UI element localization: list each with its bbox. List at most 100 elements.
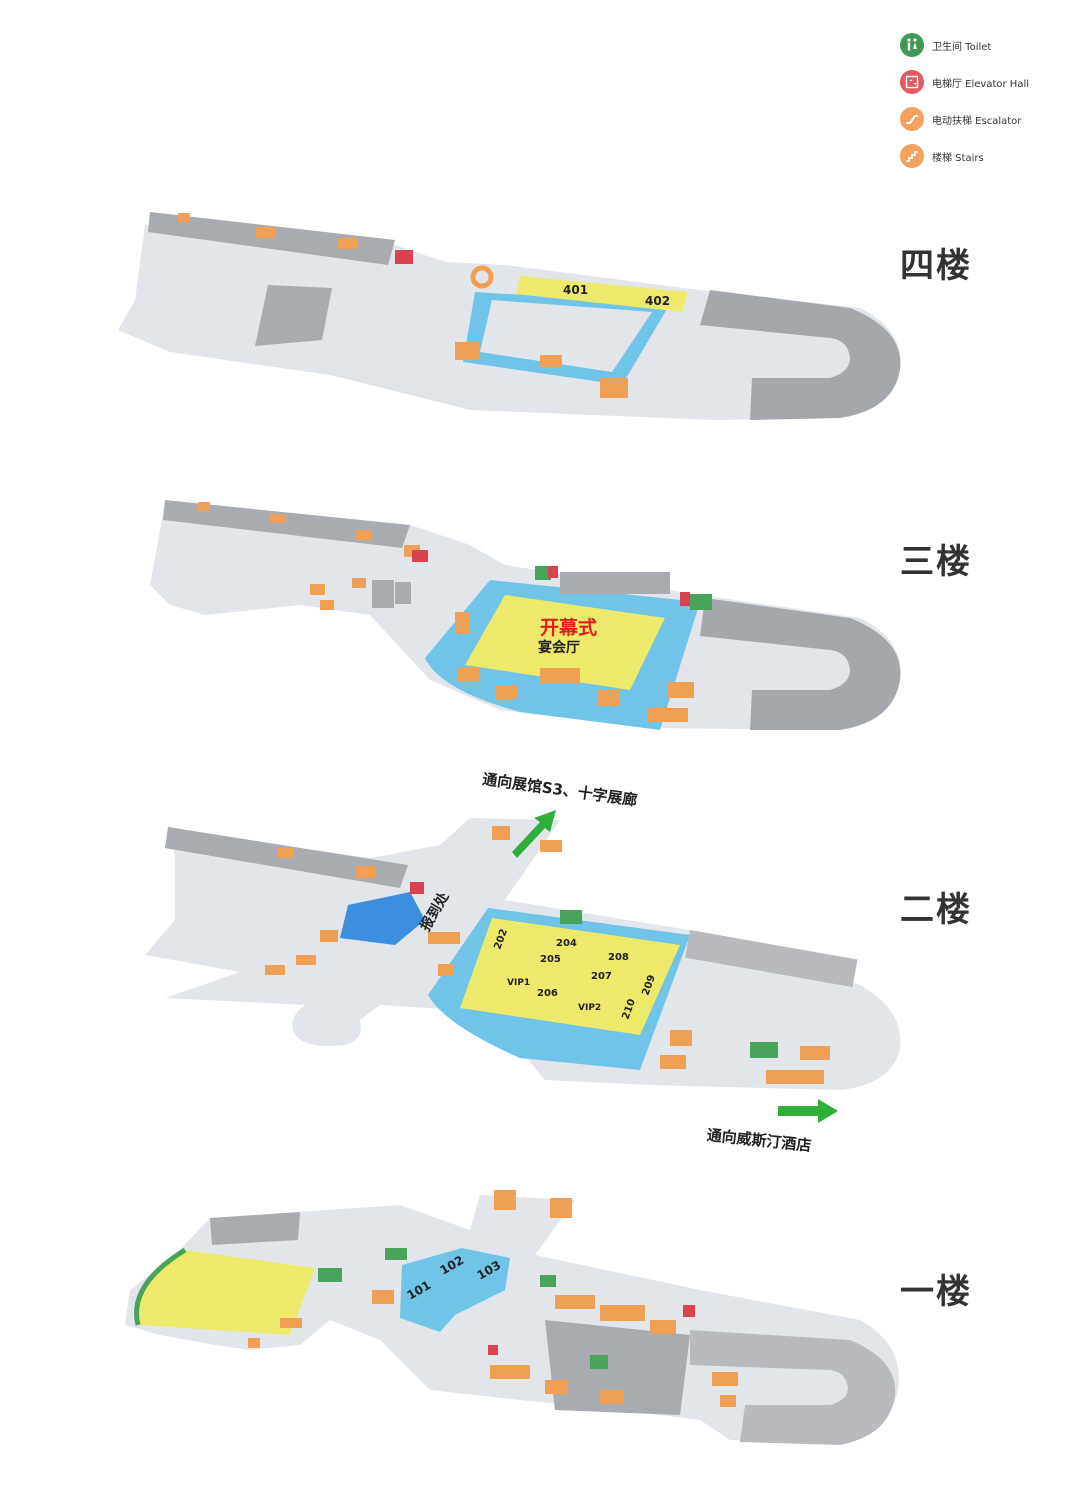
legend-item-escalator: 电动扶梯 Escalator bbox=[900, 106, 1070, 132]
floor-1f-stair bbox=[600, 1390, 624, 1404]
floor-1f-base bbox=[125, 1195, 899, 1445]
floor-1f-yellow-hall bbox=[138, 1250, 315, 1335]
floor-1f-hall-edge bbox=[134, 1247, 187, 1326]
floor-3f-stair bbox=[648, 708, 688, 722]
floor-3f-elevator bbox=[680, 592, 690, 606]
arrow-up-icon bbox=[512, 810, 556, 858]
floor-3f-stair bbox=[540, 668, 580, 684]
floor-2f-meeting-rooms bbox=[460, 918, 680, 1035]
elevator-icon bbox=[900, 70, 924, 94]
floor-3f-stair bbox=[455, 612, 469, 634]
floor-1f-stair bbox=[280, 1318, 302, 1328]
legend-label-stairs: 楼梯 Stairs bbox=[932, 152, 984, 164]
banquet-hall-subtitle: 宴会厅 bbox=[538, 639, 580, 656]
floor-2f-stair bbox=[438, 964, 454, 976]
room-label-vip2: VIP2 bbox=[578, 1003, 601, 1013]
room-label-206: 206 bbox=[537, 988, 558, 999]
floor-2f-gray-block bbox=[685, 930, 858, 988]
room-label-402: 402 bbox=[645, 294, 670, 308]
floor-1f-stair bbox=[600, 1305, 645, 1321]
floor-4f-escalator bbox=[470, 265, 494, 289]
floor-2f-registration bbox=[340, 892, 425, 945]
arrow-right-icon bbox=[778, 1099, 838, 1123]
floor-2f-elevator bbox=[410, 882, 424, 894]
floor-2f-stair bbox=[428, 932, 460, 944]
map-legend: 卫生间 Toilet 电梯厅 Elevator Hall 电动扶梯 Escala… bbox=[900, 32, 1070, 180]
floor-4f-rooms-strip bbox=[516, 276, 688, 312]
floor-1f-stair bbox=[650, 1320, 676, 1334]
floor-2f-stair bbox=[766, 1070, 824, 1084]
floor-label-1f: 一楼 bbox=[900, 1272, 972, 1312]
floor-1f-toilet bbox=[385, 1248, 407, 1260]
floor-4f-west-wing bbox=[148, 212, 395, 265]
floor-3f-stair bbox=[198, 502, 210, 511]
floor-3f-toilet bbox=[690, 594, 712, 610]
floor-1f-toilet bbox=[318, 1268, 342, 1282]
floor-3f-east-ring bbox=[700, 598, 901, 730]
room-label-205: 205 bbox=[540, 954, 561, 965]
floor-label-4f: 四楼 bbox=[900, 246, 972, 286]
floor-3f-stair bbox=[320, 600, 334, 610]
floor-1f-elevator bbox=[683, 1305, 695, 1317]
floor-2f-stair bbox=[540, 840, 562, 852]
legend-item-stairs: 楼梯 Stairs bbox=[900, 143, 1070, 169]
floor-1f-stair bbox=[248, 1338, 260, 1348]
banquet-hall-title: 开幕式 bbox=[540, 616, 597, 639]
floor-2f-stair bbox=[320, 930, 338, 942]
toilet-icon bbox=[900, 33, 924, 57]
floor-2f-stair bbox=[492, 826, 510, 840]
floor-4f-stair bbox=[600, 378, 628, 398]
floor-3f-gray-block bbox=[560, 572, 670, 594]
floor-2f-stair bbox=[265, 965, 285, 975]
floor-2f-stair bbox=[800, 1046, 830, 1060]
legend-label-escalator: 电动扶梯 Escalator bbox=[932, 115, 1022, 127]
room-label-207: 207 bbox=[591, 971, 612, 982]
floor-2f-stair bbox=[660, 1055, 686, 1069]
floor-1f-stair bbox=[494, 1190, 516, 1210]
legend-label-toilet: 卫生间 Toilet bbox=[932, 41, 992, 53]
floor-2f-stair bbox=[670, 1030, 692, 1046]
floor-1f-stair bbox=[372, 1290, 394, 1304]
floor-2f-toilet bbox=[560, 910, 582, 924]
floor-4f-elevator bbox=[395, 250, 413, 264]
floor-2f-stair bbox=[296, 955, 316, 965]
room-label-208: 208 bbox=[608, 952, 629, 963]
floor-1f-stair bbox=[720, 1395, 736, 1407]
floor-4f-west-block bbox=[255, 285, 332, 346]
floor-3f-stair bbox=[458, 668, 480, 682]
floor-1f-east-ring bbox=[690, 1330, 896, 1445]
floor-3f-stair bbox=[668, 682, 694, 698]
floor-3f-elevator bbox=[548, 566, 558, 578]
floor-2f-toilet bbox=[750, 1042, 778, 1058]
floor-4f-atrium-void bbox=[480, 300, 652, 372]
floor-label-3f: 三楼 bbox=[900, 542, 972, 582]
floor-2f-stair bbox=[355, 866, 375, 878]
floor-4f-stair bbox=[455, 342, 479, 360]
floor-1f-elevator bbox=[488, 1345, 498, 1355]
floor-1f-stair bbox=[555, 1295, 595, 1309]
floor-3f-stair bbox=[495, 685, 517, 699]
legend-item-toilet: 卫生间 Toilet bbox=[900, 32, 1070, 58]
floor-4f-stair bbox=[178, 213, 190, 222]
floor-1f-stair bbox=[490, 1365, 530, 1379]
floor-1f-stair bbox=[545, 1380, 567, 1394]
floor-2f-stair bbox=[278, 848, 294, 858]
legend-item-elevator: 电梯厅 Elevator Hall bbox=[900, 69, 1070, 95]
floor-1f-toilet bbox=[590, 1355, 608, 1369]
floor-4f-stair bbox=[540, 355, 562, 367]
room-label-204: 204 bbox=[556, 938, 577, 949]
floor-3f-stair bbox=[598, 690, 620, 706]
escalator-icon bbox=[900, 107, 924, 131]
floor-2f-plan: 202 204 205 206 207 208 209 210 VIP1 VIP… bbox=[145, 810, 901, 1123]
floor-3f-stair bbox=[310, 584, 325, 595]
floor-1f-lobby bbox=[400, 1248, 510, 1332]
floor-1f-north-block bbox=[210, 1212, 300, 1245]
room-label-401: 401 bbox=[563, 283, 588, 297]
floor-1f-stair bbox=[550, 1198, 572, 1218]
floor-1f-plan: 101 102 103 bbox=[125, 1190, 899, 1445]
floor-3f-banquet-hall bbox=[465, 595, 665, 690]
floor-3f-toilet bbox=[535, 566, 551, 580]
legend-label-elevator: 电梯厅 Elevator Hall bbox=[932, 78, 1030, 90]
floor-3f-gray-block bbox=[372, 580, 394, 608]
